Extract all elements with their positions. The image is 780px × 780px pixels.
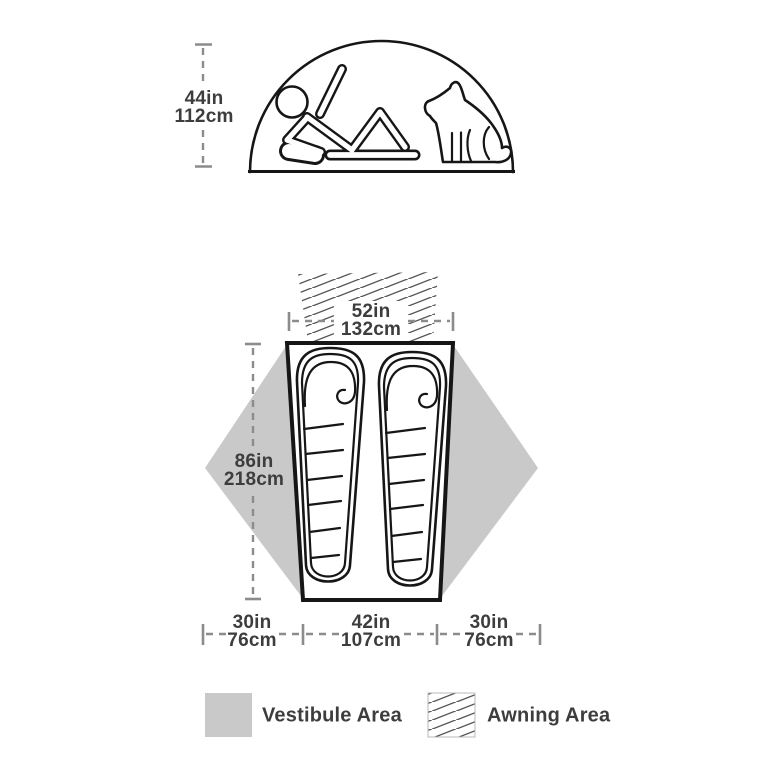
vestibule-legend-label: Vestibule Area [262,704,402,727]
left-vestibule-dimension-label: 30in 76cm [227,612,277,651]
tent-profile-outline [248,39,515,174]
height-imperial: 44in [184,88,224,109]
floor-length-imperial: 86in [234,451,274,472]
height-dimension-line [195,43,212,168]
vestibule-left-shape [205,343,304,600]
awning-legend-label: Awning Area [487,704,611,727]
right-vestibule-imperial: 30in [469,612,509,633]
bottom-widths-dimension-line [201,624,542,645]
awning-width-dimension-line [287,312,455,331]
right-vestibule-metric: 76cm [464,630,514,651]
height-metric: 112cm [174,106,234,127]
floor-width-metric: 107cm [340,630,402,651]
person-reclining-icon [275,64,421,165]
sleeping-bag-left-icon [295,346,366,583]
vestibule-right-shape [439,343,538,600]
awning-width-dimension-label: 52in 132cm [333,301,409,341]
awning-width-imperial: 52in [351,301,391,322]
tent-floor-outline [284,341,456,602]
left-vestibule-imperial: 30in [232,612,272,633]
floor-length-dimension-label: 86in 218cm [223,451,285,490]
dog-sitting-icon [423,80,513,164]
sleeping-bag-right-icon [377,350,448,587]
floor-width-imperial: 42in [351,612,391,633]
floor-length-dimension-line [245,342,261,601]
awning-legend-swatch [427,692,476,738]
right-vestibule-dimension-label: 30in 76cm [464,612,514,651]
floor-length-metric: 218cm [223,469,285,490]
person-head [275,85,309,119]
awning-width-metric: 132cm [340,319,402,340]
vestibule-legend-swatch [205,693,252,737]
floor-width-dimension-label: 42in 107cm [340,612,402,651]
height-dimension-label: 44in 112cm [174,88,234,127]
left-vestibule-metric: 76cm [227,630,277,651]
